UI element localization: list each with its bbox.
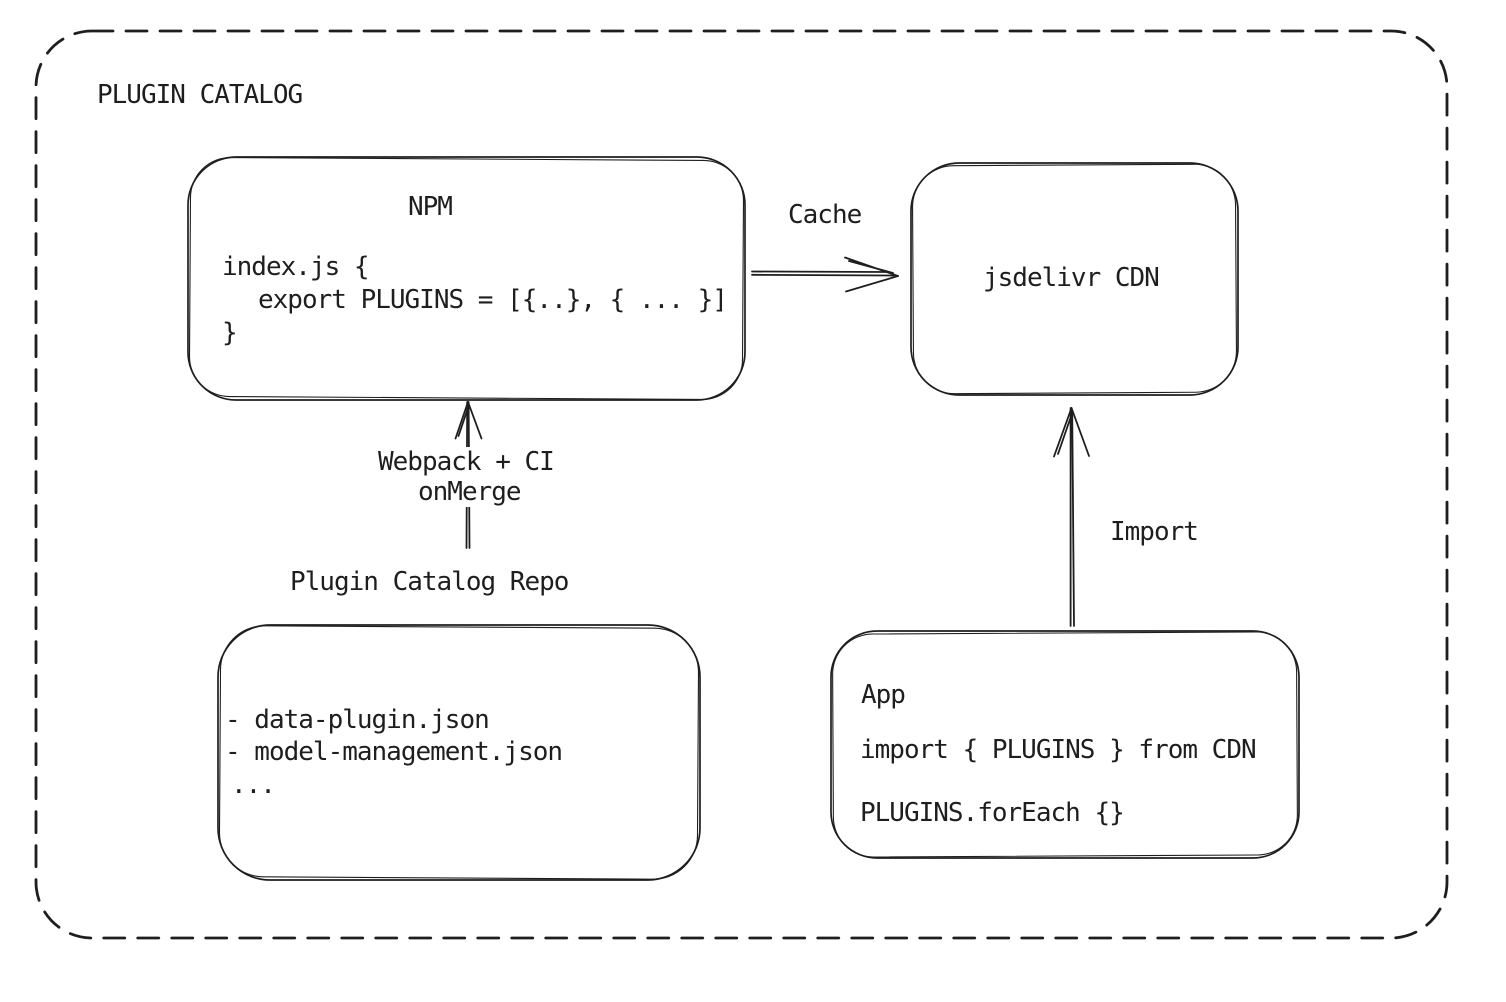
cache-arrow-head-upper (844, 256, 899, 277)
import-arrow-line-echo (1071, 409, 1075, 627)
import-arrow (1053, 407, 1090, 627)
app-code-line-1: import { PLUGINS } from CDN (860, 735, 1257, 765)
npm-box-title: NPM (408, 192, 453, 222)
npm-box-outline (187, 156, 746, 401)
repo-item-ellipsis: ... (231, 770, 276, 800)
repo-item-1: - data-plugin.json (225, 705, 490, 735)
npm-box (187, 156, 746, 401)
npm-code-line-3: } (222, 318, 238, 348)
npm-box-outline-echo (188, 157, 745, 400)
app-box-title: App (861, 680, 906, 710)
repo-box-label: Plugin Catalog Repo (290, 567, 569, 597)
cache-arrow-line (751, 270, 889, 273)
cache-arrow-label: Cache (788, 200, 862, 230)
npm-code-line-2: export PLUGINS = [{..}, { ... }] (258, 285, 728, 315)
cdn-box-outline (910, 162, 1239, 396)
cache-arrow-line-echo (751, 273, 895, 277)
cdn-box (910, 162, 1239, 396)
repo-item-2: - model-management.json (225, 737, 563, 767)
cache-arrow (751, 256, 899, 293)
build-arrow-label-line2: onMerge (418, 477, 522, 507)
build-arrow-head-left (454, 401, 470, 440)
import-arrow-head-right (1070, 407, 1090, 457)
import-arrow-head-left (1053, 407, 1074, 458)
app-box (830, 630, 1300, 859)
repo-box-outline-echo (218, 625, 700, 880)
npm-code-line-1: index.js { (222, 252, 370, 282)
repo-box (217, 624, 701, 881)
cache-arrow-head-lower (845, 275, 899, 293)
diagram-title: PLUGIN CATALOG (97, 80, 303, 110)
build-arrow-head-right (467, 401, 483, 440)
app-box-outline (830, 630, 1300, 859)
import-arrow-label: Import (1110, 517, 1199, 547)
repo-box-outline (217, 624, 701, 881)
build-arrow-label-line1: Webpack + CI (378, 447, 555, 477)
cdn-box-outline-echo (912, 163, 1237, 395)
cdn-box-label: jsdelivr CDN (983, 263, 1160, 293)
catalog-dashed-border (34, 29, 1449, 940)
app-code-line-2: PLUGINS.forEach {} (860, 798, 1125, 828)
app-box-outline-echo (832, 631, 1298, 858)
